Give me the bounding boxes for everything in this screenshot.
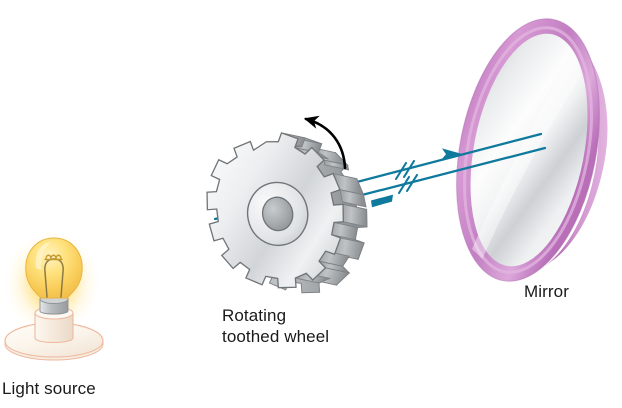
lamp-neck [34, 312, 74, 344]
rotation-direction-arrow [303, 115, 347, 170]
label-rotating-toothed-wheel: Rotating toothed wheel [222, 305, 329, 347]
ray-outgoing-break-mark [394, 159, 416, 181]
ray-returning-arrowhead [371, 194, 393, 208]
rotating-toothed-wheel [206, 132, 368, 294]
lamp-base-plate-rim [4, 340, 104, 361]
mirror-assembly [456, 18, 608, 282]
mirror-glass [470, 33, 588, 267]
label-mirror: Mirror [524, 282, 569, 301]
mirror-sheen [472, 55, 581, 260]
light-source-assembly [4, 231, 104, 361]
bulb-glass [25, 237, 83, 299]
ray-returning-break-mark [397, 173, 419, 195]
label-wheel-line1: Rotating [222, 306, 287, 325]
bulb-filament-coil [44, 254, 63, 261]
ray-outgoing-arrowhead [441, 148, 463, 160]
gear-hub-bore [261, 196, 294, 232]
label-light-source: Light source [2, 379, 96, 398]
mirror-frame-bevel [463, 26, 593, 274]
mirror-frame-outline [456, 18, 600, 282]
bulb-highlight [35, 242, 51, 270]
label-wheel-line2: toothed wheel [222, 327, 330, 346]
